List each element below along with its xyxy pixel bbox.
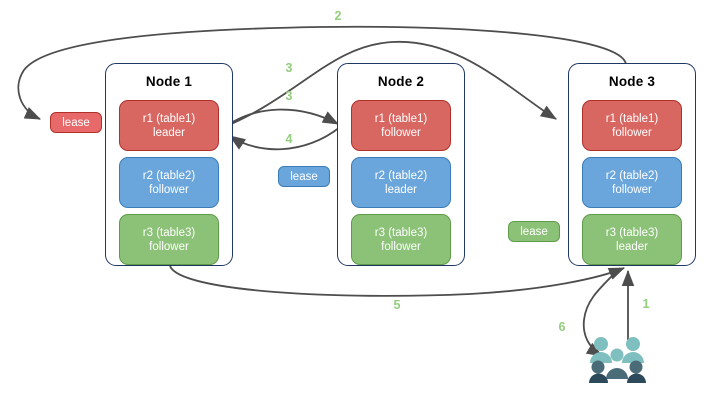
lease-badge-table2[interactable]: lease [278,166,330,187]
node-2-container: Node 2 r1 (table1) follower r2 (table2) … [337,63,465,266]
edge-step-5 [169,265,625,297]
node-3-title: Node 3 [608,74,656,89]
node-1-container: Node 1 r1 (table1) leader r2 (table2) fo… [105,63,233,266]
node-1-title: Node 1 [145,74,193,89]
replica-node2-r3[interactable]: r3 (table3) follower [351,214,451,265]
replica-node3-r2-name: r2 (table2) [605,169,659,182]
replica-node1-r2-role: follower [149,183,189,196]
edge-step-3-to-node2 [221,108,339,130]
node-3-container: Node 3 r1 (table1) follower r2 (table2) … [568,63,696,266]
replica-node2-r1[interactable]: r1 (table1) follower [351,100,451,151]
replica-node1-r3[interactable]: r3 (table3) follower [119,214,219,265]
lease-badge-table2-label: lease [290,170,318,183]
step-label-5: 5 [393,298,401,312]
replica-node1-r3-role: follower [149,240,189,253]
step-label-4: 4 [285,132,293,146]
replica-node1-r1[interactable]: r1 (table1) leader [119,100,219,151]
lease-badge-table3-label: lease [520,225,548,238]
replica-node2-r3-role: follower [381,240,421,253]
replica-node3-r3-role: leader [616,240,648,253]
step-label-3a: 3 [285,61,293,75]
replica-node2-r1-role: follower [381,126,421,139]
replica-node1-r3-name: r3 (table3) [142,226,196,239]
step-label-1: 1 [642,297,650,311]
replica-node3-r1-role: follower [612,126,652,139]
replica-node3-r3-name: r3 (table3) [605,226,659,239]
replica-node2-r3-name: r3 (table3) [374,226,428,239]
lease-badge-table1[interactable]: lease [50,112,102,133]
edge-step-6 [582,267,621,357]
replica-node1-r2-name: r2 (table2) [142,169,196,182]
replica-node3-r1-name: r1 (table1) [605,112,659,125]
replica-node3-r3[interactable]: r3 (table3) leader [582,214,682,265]
replica-node1-r1-name: r1 (table1) [142,112,196,125]
edge-step-2 [17,25,627,120]
replica-node3-r2-role: follower [612,183,652,196]
replica-node1-r1-role: leader [153,126,185,139]
step-label-6: 6 [558,320,566,334]
lease-badge-table1-label: lease [62,116,90,129]
lease-badge-table3[interactable]: lease [508,221,560,242]
node-2-title: Node 2 [377,74,425,89]
replica-node2-r1-name: r1 (table1) [374,112,428,125]
edge-step-3-to-node3 [221,41,557,129]
replica-node1-r2[interactable]: r2 (table2) follower [119,157,219,208]
replica-node2-r2[interactable]: r2 (table2) leader [351,157,451,208]
replica-node2-r2-name: r2 (table2) [374,169,428,182]
replica-node3-r2[interactable]: r2 (table2) follower [582,157,682,208]
replica-node3-r1[interactable]: r1 (table1) follower [582,100,682,151]
users-icon [589,337,646,383]
replica-node2-r2-role: leader [385,183,417,196]
step-label-2: 2 [334,9,342,23]
edge-step-4 [229,126,341,151]
step-label-3b: 3 [285,89,293,103]
